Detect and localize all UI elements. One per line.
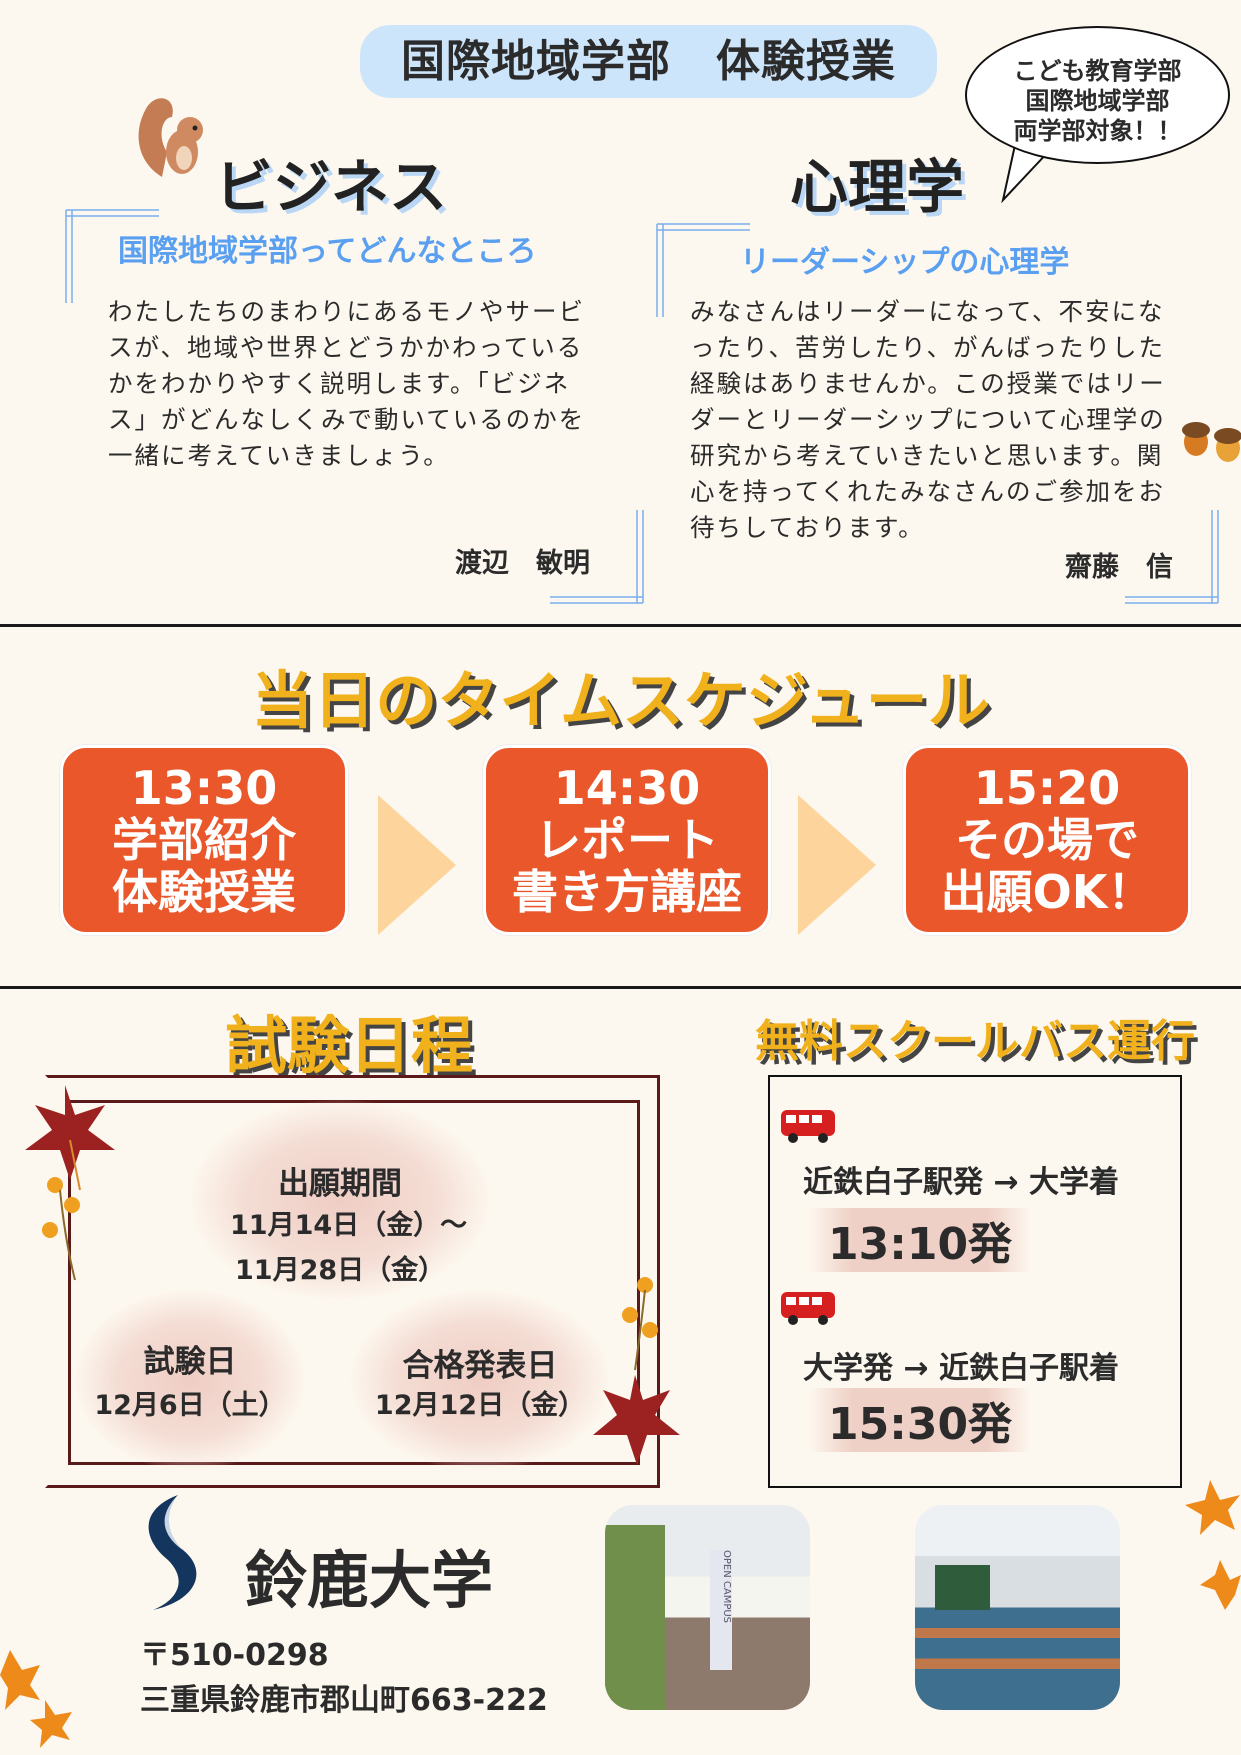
bus-route: 近鉄白子駅発 → 大学着 — [803, 1165, 1120, 1200]
business-description: わたしたちのまわりにあるモノやサービスが、地域や世界とどうかかわっているかをわか… — [108, 297, 586, 470]
squirrel-icon — [138, 98, 203, 177]
arrow-right-icon — [378, 795, 456, 935]
exam-frame-outer — [45, 1075, 660, 1488]
arrow-right-icon — [798, 795, 876, 935]
bus-time: 13:10発 — [808, 1208, 1033, 1272]
corner-deco — [656, 223, 750, 317]
step-time: 14:30 — [553, 761, 701, 815]
divider — [0, 624, 1241, 627]
open-campus-banner: OPEN CAMPUS — [710, 1550, 732, 1670]
psychology-teacher: 齋藤 信 — [1065, 552, 1173, 583]
speech-bubble-tail — [1001, 144, 1051, 204]
campus-photo: OPEN CAMPUS — [605, 1505, 810, 1710]
schedule-title: 当日のタイムスケジュール — [251, 664, 990, 737]
exam-title: 試験日程 — [225, 1009, 474, 1082]
application-label: 出願期間 — [278, 1166, 402, 1202]
target-faculties-bubble: こども教育学部 国際地域学部 両学部対象！！ — [965, 26, 1230, 164]
address: 三重県鈴鹿市郡山町663-222 — [140, 1683, 548, 1718]
corner-deco — [65, 209, 159, 303]
psychology-description: みなさんはリーダーになって、不安になったり、苦労したり、がんばったりした経験はあ… — [690, 297, 1166, 542]
step-label: 出願OK！ — [940, 865, 1154, 919]
bus-icon — [781, 1110, 835, 1143]
acorn-icon — [1182, 422, 1241, 462]
highlight-blob — [75, 1290, 305, 1470]
step-label: その場で — [955, 813, 1139, 867]
maple-leaf-icon — [25, 1085, 115, 1281]
postal-code: 〒510-0298 — [140, 1638, 329, 1673]
corner-deco — [550, 510, 644, 604]
lecture-hall-photo — [915, 1505, 1120, 1710]
bubble-line: 両学部対象！！ — [1013, 117, 1182, 145]
application-to: 11月28日（金） — [235, 1255, 446, 1286]
bus-title: 無料スクールバス運行 — [755, 1016, 1195, 1067]
bus-time: 15:30発 — [808, 1388, 1033, 1452]
psychology-subtitle: リーダーシップの心理学 — [740, 245, 1070, 280]
bus-icon — [781, 1292, 835, 1325]
autumn-leaves-icon — [0, 1650, 72, 1748]
corner-deco — [1125, 510, 1219, 604]
exam-day-date: 12月6日（土） — [94, 1390, 286, 1421]
step-label: 体験授業 — [112, 865, 296, 919]
step-time: 15:20 — [973, 761, 1121, 815]
highlight-blob — [190, 1100, 490, 1300]
tree — [605, 1525, 665, 1710]
exam-day-label: 試験日 — [143, 1344, 237, 1380]
autumn-leaves-icon — [1185, 1480, 1241, 1610]
step-label: 書き方講座 — [512, 865, 742, 919]
application-from: 11月14日（金）～ — [230, 1210, 468, 1241]
result-label: 合格発表日 — [402, 1348, 558, 1384]
divider — [0, 986, 1241, 989]
step-time: 13:30 — [130, 761, 278, 815]
step-label: レポート — [535, 813, 719, 867]
business-subtitle: 国際地域学部ってどんなところ — [118, 234, 537, 269]
university-logo — [148, 1495, 197, 1610]
blackboard — [935, 1565, 990, 1610]
university-name: 鈴鹿大学 — [245, 1544, 494, 1617]
business-teacher: 渡辺 敏明 — [455, 548, 590, 579]
page-title: 国際地域学部 体験授業 — [360, 25, 937, 98]
highlight-blob — [350, 1290, 610, 1470]
step-label: 学部紹介 — [112, 813, 296, 867]
bubble-line: こども教育学部 — [1013, 57, 1182, 85]
bus-info-box — [768, 1075, 1182, 1488]
result-date: 12月12日（金） — [374, 1390, 586, 1421]
business-heading: ビジネス — [215, 153, 448, 221]
bubble-line: 国際地域学部 — [1025, 87, 1170, 115]
maple-leaf-icon — [593, 1277, 680, 1465]
psychology-heading: 心理学 — [790, 153, 965, 221]
bus-route: 大学発 → 近鉄白子駅着 — [803, 1351, 1120, 1386]
